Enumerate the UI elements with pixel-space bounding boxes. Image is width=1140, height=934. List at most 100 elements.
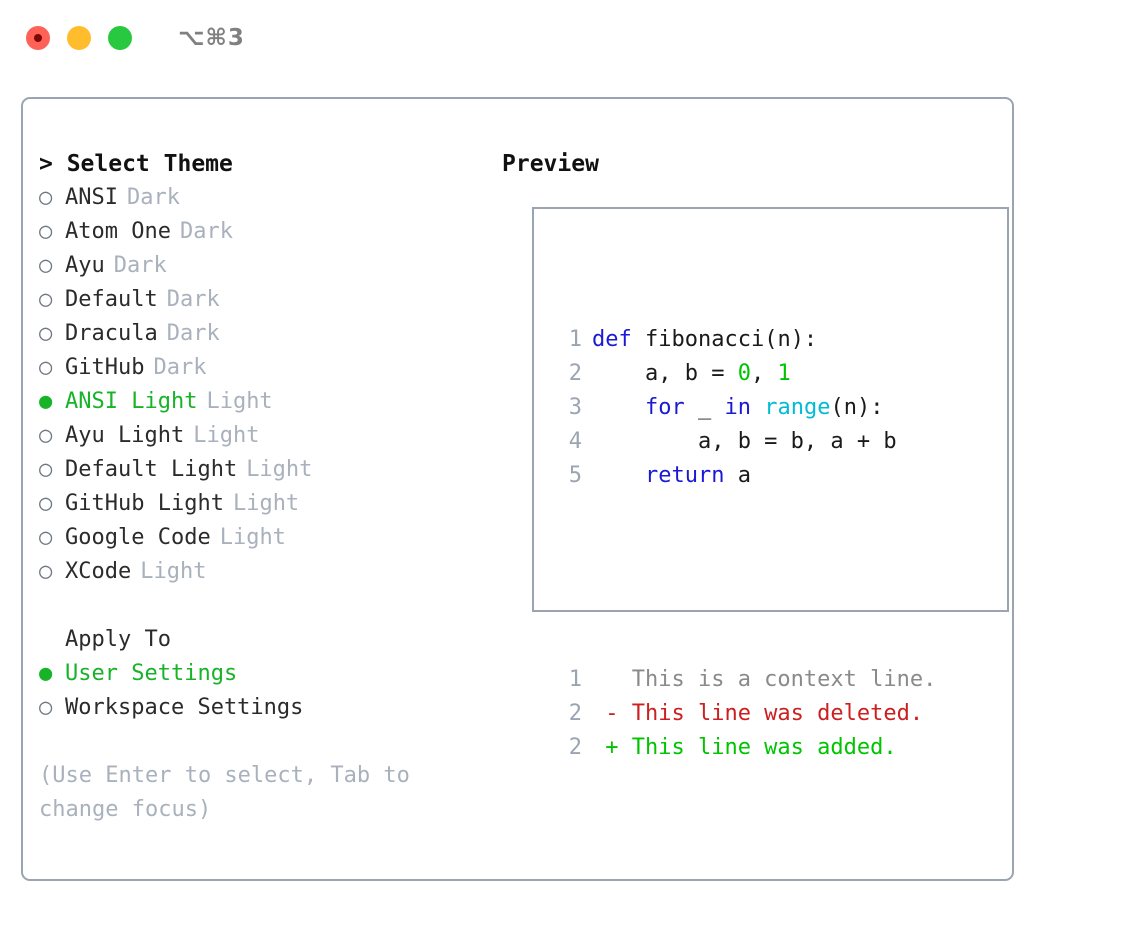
token-ctx: This is a context line. [592,667,937,692]
theme-variant-label: Light [140,559,207,584]
token-kw: def [592,327,632,352]
line-content: This is a context line. [592,663,937,697]
token-kw: in [724,395,751,420]
theme-name-label: Ayu [65,253,105,278]
maximize-button-icon[interactable] [108,26,132,50]
code-line: 2 a, b = 0, 1 [552,357,936,391]
radio-unselected-icon: ○ [39,491,53,516]
theme-list-item[interactable]: ● ANSI Light Light [39,385,499,419]
token-plain: a, b = b, a + b [592,429,897,454]
token-plain: _ [684,395,725,420]
theme-variant-label: Dark [113,253,167,278]
theme-name-label: Ayu Light [65,423,185,448]
select-theme-heading: > Select Theme [39,151,233,177]
apply-to-item[interactable]: ○ Workspace Settings [39,691,499,725]
token-fn: range [764,395,831,420]
theme-name-label: ANSI Light [65,389,198,414]
radio-selected-icon: ● [39,389,53,414]
code-line: 3 for _ in range(n): [552,391,936,425]
theme-variant-label: Dark [179,219,233,244]
line-content: for _ in range(n): [592,391,883,425]
section-spacer [39,589,499,623]
theme-name-label: ANSI [65,185,118,210]
line-number: 1 [568,667,582,692]
radio-unselected-icon: ○ [39,253,53,278]
theme-name-label: Atom One [65,219,171,244]
preview-heading: Preview [502,151,599,177]
line-number: 2 [568,361,582,386]
radio-unselected-icon: ○ [39,457,53,482]
diff-line: 2 - This line was deleted. [552,697,936,731]
recording-dot-icon [34,34,42,42]
theme-variant-label: Light [206,389,273,414]
theme-variant-label: Dark [153,355,207,380]
token-plain [592,395,645,420]
radio-unselected-icon: ○ [39,321,53,346]
theme-name-label: Google Code [65,525,211,550]
line-number: 4 [568,429,582,454]
token-add: + This line was added. [592,735,897,760]
token-plain: a, b = [592,361,738,386]
diff-lines: 1 This is a context line.2 - This line w… [552,663,937,765]
theme-list-item[interactable]: ○ XCode Light [39,555,499,589]
apply-to-heading: Apply To [65,627,171,652]
token-num: 0 [737,361,751,386]
apply-to-heading-row: Apply To [39,623,499,657]
line-content: a, b = b, a + b [592,425,897,459]
radio-selected-icon: ● [39,661,53,686]
radio-unselected-icon: ○ [39,219,53,244]
theme-variant-label: Dark [166,321,220,346]
theme-list-item[interactable]: ○ Dracula Dark [39,317,499,351]
theme-name-label: GitHub Light [65,491,224,516]
theme-name-label: Default Light [65,457,238,482]
diff-line: 2 + This line was added. [552,731,936,765]
theme-name-label: XCode [65,559,132,584]
line-content: def fibonacci(n): [592,323,817,357]
line-content: + This line was added. [592,731,897,765]
token-kw: return [644,463,725,488]
line-content: return a [592,459,751,493]
theme-name-label: Dracula [65,321,158,346]
token-num: 1 [777,361,791,386]
theme-list-item[interactable]: ○ Google Code Light [39,521,499,555]
token-plain: a [724,463,751,488]
code-line: 4 a, b = b, a + b [552,425,936,459]
apply-to-list: ●User Settings ○ Workspace Settings [39,657,499,725]
minimize-button-icon[interactable] [67,26,91,50]
theme-list-item[interactable]: ○ Ayu Dark [39,249,499,283]
close-button-icon[interactable] [26,26,50,50]
apply-to-item[interactable]: ●User Settings [39,657,499,691]
token-plain [592,463,645,488]
line-number: 2 [568,701,582,726]
line-number: 3 [568,395,582,420]
title-bar: ⌥⌘3 [0,0,1140,76]
diff-line: 1 This is a context line. [552,663,937,697]
token-plain [751,395,764,420]
radio-unselected-icon: ○ [39,695,53,720]
radio-unselected-icon: ○ [39,287,53,312]
radio-unselected-icon: ○ [39,185,53,210]
radio-unselected-icon: ○ [39,559,53,584]
keyboard-shortcut-label: ⌥⌘3 [178,25,245,51]
token-kw: for [644,395,685,420]
token-plain: fibonacci(n): [631,327,818,352]
line-number: 2 [568,735,582,760]
code-line: 5 return a [552,459,936,493]
apply-to-label: Workspace Settings [65,695,304,720]
apply-to-bullet-placeholder [39,623,65,657]
radio-unselected-icon: ○ [39,525,53,550]
theme-variant-label: Light [219,525,286,550]
theme-list-item[interactable]: ○ Atom One Dark [39,215,499,249]
radio-unselected-icon: ○ [39,355,53,380]
radio-unselected-icon: ○ [39,423,53,448]
